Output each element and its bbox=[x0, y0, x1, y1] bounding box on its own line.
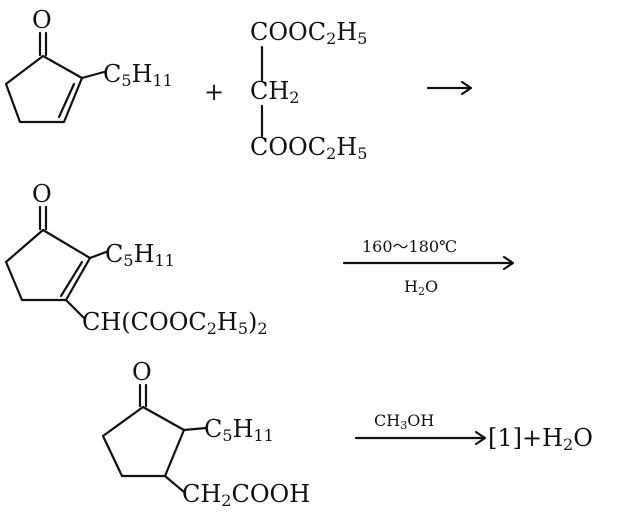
pentyl-label-3: C5H11 bbox=[204, 415, 274, 445]
carbonyl-oxygen-label: O bbox=[32, 6, 52, 34]
malonate-top-group: COOC2H5 bbox=[250, 18, 367, 48]
reaction-arrow-1 bbox=[426, 80, 473, 96]
reactant-cyclopentenone: O C5H11 bbox=[4, 6, 173, 124]
malonate-bottom-group: COOC2H5 bbox=[250, 133, 367, 163]
plus-sign: + bbox=[204, 78, 224, 106]
acid-attach-bond bbox=[163, 474, 186, 494]
malonate-substituent-label: CH(COOC2H5)2 bbox=[82, 308, 268, 338]
ring-double-bond bbox=[57, 82, 76, 119]
cyclopentene-ring-2 bbox=[4, 228, 92, 302]
condition-methanol: CH3OH bbox=[374, 411, 434, 432]
final-product-label: [1]+H2O bbox=[488, 424, 593, 454]
malonate-attach-bond bbox=[64, 298, 86, 320]
reaction-arrow-2: 160～180℃ H2O bbox=[342, 237, 515, 298]
carbonyl-oxygen-label-2: O bbox=[32, 180, 52, 208]
ring-double-bond-2 bbox=[59, 260, 84, 298]
intermediate-malonate-adduct: O C5H11 CH(COOC2H5)2 bbox=[4, 180, 268, 338]
pentyl-label-2: C5H11 bbox=[105, 240, 175, 270]
pentyl-bond-3 bbox=[182, 426, 208, 432]
reactant-diethyl-malonate: COOC2H5 CH2 COOC2H5 bbox=[250, 18, 367, 163]
malonate-methylene: CH2 bbox=[250, 77, 299, 107]
pentyl-label: C5H11 bbox=[103, 60, 173, 90]
cyclopentene-ring bbox=[4, 54, 84, 124]
reaction-arrow-3: CH3OH bbox=[354, 411, 487, 446]
pentyl-bond bbox=[80, 70, 106, 80]
pentyl-bond-2 bbox=[88, 250, 108, 260]
carbonyl-oxygen-label-3: O bbox=[132, 358, 152, 386]
acid-substituent-label: CH2COOH bbox=[182, 480, 310, 510]
cyclopentanone-ring bbox=[101, 405, 186, 478]
condition-temperature: 160～180℃ bbox=[362, 237, 457, 256]
acid-intermediate: O C5H11 CH2COOH bbox=[101, 358, 310, 510]
condition-water: H2O bbox=[404, 277, 438, 298]
